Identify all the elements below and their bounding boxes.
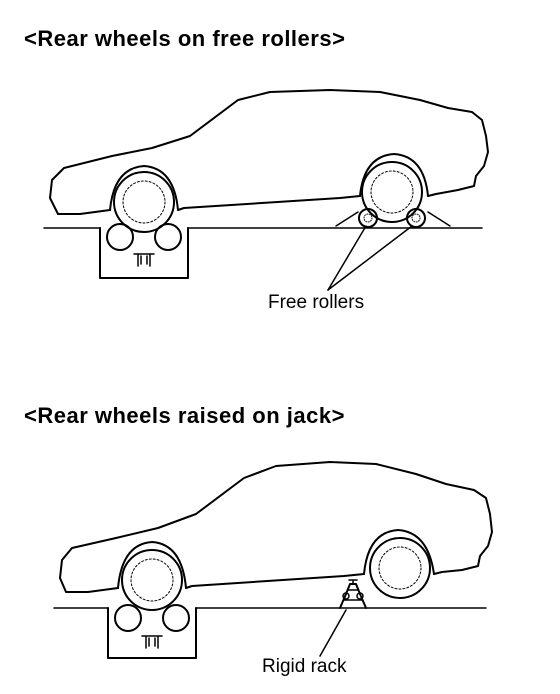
free-roller-rear [406,208,426,228]
front-wheel-hub [130,558,174,602]
callout-leader [327,225,413,291]
car-diagram-free-rollers [43,89,489,291]
front-wheel-hub [122,180,166,224]
car-body-outline [49,89,489,215]
callout-leader [319,609,347,657]
dyno-stand [141,635,163,649]
callout-free-rollers: Free rollers [268,292,365,313]
section-title-raised-on-jack: <Rear wheels raised on jack> [24,403,345,428]
raised-rear-wheel-hub [378,546,422,590]
rear-wheel [361,161,423,223]
rear-wheel-hub [370,170,414,214]
car-body-outline [59,461,493,593]
front-wheel-arch [117,541,187,589]
front-wheel [113,171,175,233]
raised-rear-wheel [369,537,431,599]
car-diagram-jack [53,461,493,659]
rear-wheel-arch [363,529,435,575]
dyno-roller-rear [162,604,190,632]
dyno-stand [133,253,155,267]
dyno-roller-rear [154,223,182,251]
callout-leader [327,225,367,291]
rear-wheel-arch [359,153,429,197]
callout-rigid-rack: Rigid rack [262,656,347,677]
dynamometer-pit [107,607,197,659]
free-roller-front [358,208,378,228]
front-wheel-arch [109,165,179,211]
free-rollers-assembly [335,208,451,228]
front-wheel [121,549,183,611]
dynamometer-pit [99,227,189,279]
section-title-free-rollers: <Rear wheels on free rollers> [24,26,346,51]
dyno-roller-front [106,223,134,251]
dyno-roller-front [114,604,142,632]
rigid-rack [339,579,367,609]
